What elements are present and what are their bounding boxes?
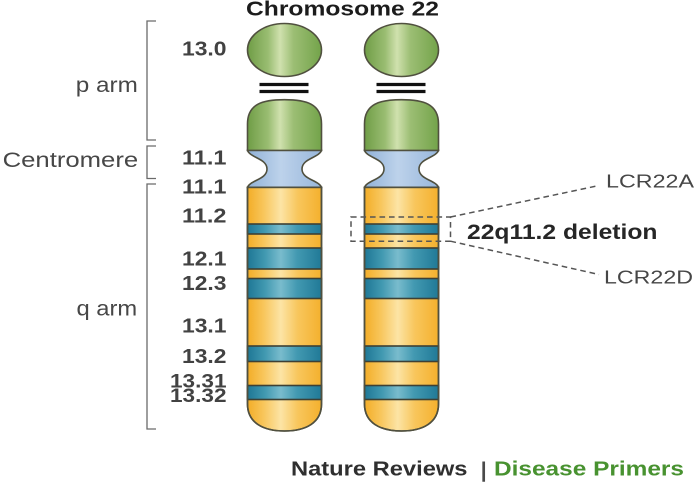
svg-text:q arm: q arm xyxy=(77,298,138,321)
svg-text:13.2: 13.2 xyxy=(182,346,227,368)
svg-text:13.1: 13.1 xyxy=(182,315,227,337)
svg-text:22q11.2 deletion: 22q11.2 deletion xyxy=(467,221,658,244)
svg-text:Disease Primers: Disease Primers xyxy=(494,459,684,481)
svg-text:|: | xyxy=(481,459,487,482)
svg-text:13.31: 13.31 xyxy=(170,372,227,393)
svg-text:p arm: p arm xyxy=(76,74,138,97)
svg-text:11.1: 11.1 xyxy=(182,177,227,199)
svg-text:Centromere: Centromere xyxy=(3,149,139,172)
svg-text:12.3: 12.3 xyxy=(182,273,227,295)
svg-text:13.32: 13.32 xyxy=(170,386,227,407)
svg-text:13.0: 13.0 xyxy=(182,39,227,61)
svg-text:LCR22A: LCR22A xyxy=(606,172,694,192)
svg-text:11.2: 11.2 xyxy=(182,206,227,228)
svg-text:LCR22D: LCR22D xyxy=(604,268,693,288)
svg-text:Nature Reviews: Nature Reviews xyxy=(291,459,468,481)
svg-text:Chromosome 22: Chromosome 22 xyxy=(246,0,439,21)
svg-text:11.1: 11.1 xyxy=(182,148,227,170)
svg-text:12.1: 12.1 xyxy=(182,248,227,270)
